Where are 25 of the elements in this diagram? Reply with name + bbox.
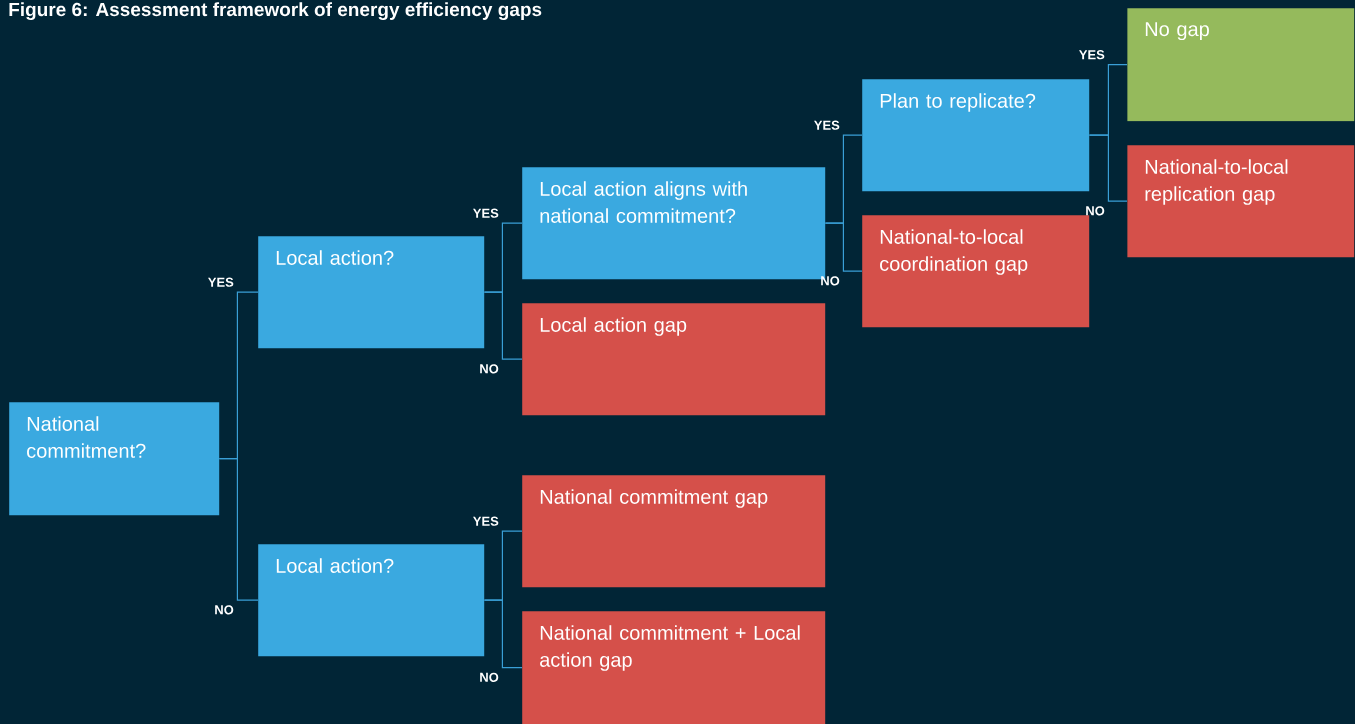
edge-label: YES [473,208,499,218]
title: Figure 6: Assessment framework of energy efficiency gaps [9,2,542,20]
connector [483,291,523,360]
edge-label: YES [814,120,840,130]
decision-box: Local action? [258,544,485,657]
edge-label: NO [480,364,499,374]
outcome-box: National-to-local replication gap [1127,145,1355,258]
edge-label: YES [1079,50,1105,60]
edge-label: YES [208,277,234,287]
outcome-box: National-to-local coordination gap [862,215,1090,328]
decision-box: National commitment? [9,402,220,516]
edge-label: YES [473,516,499,526]
decision-box: Plan to replicate? [862,79,1090,192]
connector [483,599,523,669]
decision-box: Local action? [258,236,485,349]
connector [218,458,259,601]
edge-label: NO [1086,206,1105,216]
connector [824,222,863,272]
outcome-box: National commitment + Local action gap [522,611,826,724]
edge-label: NO [215,605,234,615]
outcome-box: No gap [1127,8,1355,122]
outcome-box: Local action gap [522,303,826,416]
edge-label: NO [480,672,499,682]
connector [1088,134,1128,202]
outcome-box: National commitment gap [522,475,826,588]
